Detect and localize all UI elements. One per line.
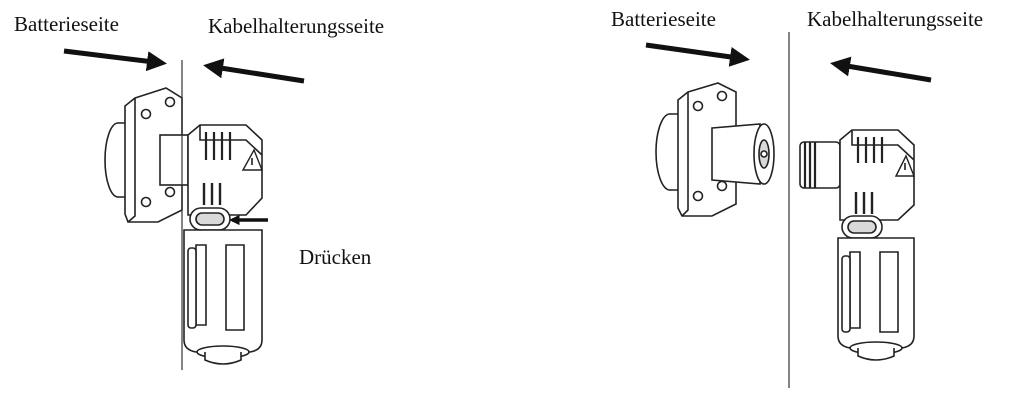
battery-side-label-left: Batterieseite	[14, 12, 119, 36]
battery-socket-right	[655, 82, 775, 217]
arrow-right-right-panel	[645, 42, 750, 67]
cable-connector-right	[799, 129, 916, 361]
battery-side-label-right: Batterieseite	[611, 7, 716, 31]
cable-holder-side-label-left: Kabelhalterungsseite	[208, 14, 385, 38]
arrow-right-left-panel	[63, 48, 167, 72]
battery-socket-left	[104, 87, 189, 223]
arrow-left-left-panel	[203, 58, 305, 84]
arrow-left-right-panel	[830, 56, 932, 83]
left-panel	[63, 48, 305, 370]
cable-connector-left	[183, 124, 264, 365]
right-panel	[645, 32, 932, 388]
press-label: Drücken	[299, 245, 372, 269]
cable-holder-side-label-right: Kabelhalterungsseite	[807, 7, 984, 31]
